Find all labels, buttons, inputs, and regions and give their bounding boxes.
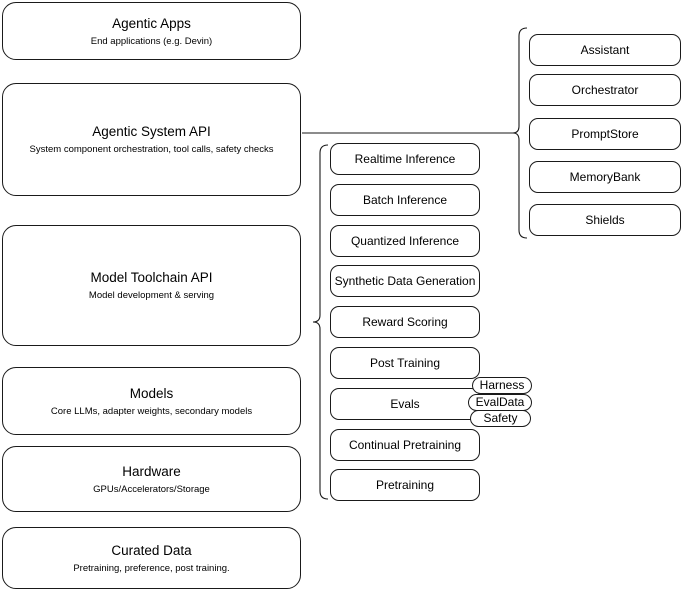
eval-pill-evaldata[interactable]: EvalData [468,394,532,411]
stack-layer-subtitle: System component orchestration, tool cal… [29,144,274,155]
capability-label: Continual Pretraining [348,438,462,452]
stack-layer-title: Agentic System API [92,124,211,139]
stack-layer-title: Hardware [122,463,181,479]
stack-layer-subtitle: Pretraining, preference, post training. [73,562,230,574]
eval-pill-safety[interactable]: Safety [470,410,531,427]
brace-toolchain-capabilities [312,144,329,500]
toolchain-capability-synthetic-data-generation[interactable]: Synthetic Data Generation [330,265,480,297]
capability-label: Pretraining [375,478,435,492]
capability-label: Reward Scoring [362,315,448,329]
stack-layer-agentic-system-api[interactable]: Agentic System API System component orch… [2,83,301,196]
component-label: Orchestrator [571,83,639,97]
stack-layer-title: Agentic Apps [112,15,191,31]
toolchain-capability-post-training[interactable]: Post Training [330,347,480,379]
stack-layer-title: Curated Data [111,542,192,558]
toolchain-capability-reward-scoring[interactable]: Reward Scoring [330,306,480,338]
brace-system-components [512,27,528,239]
capability-label: Quantized Inference [350,234,460,248]
eval-pill-label: EvalData [475,395,525,409]
toolchain-capability-pretraining[interactable]: Pretraining [330,469,480,501]
stack-layer-hardware[interactable]: Hardware GPUs/Accelerators/Storage [2,446,301,512]
stack-layer-model-toolchain-api[interactable]: Model Toolchain API Model development & … [2,225,301,346]
system-component-assistant[interactable]: Assistant [529,34,681,66]
eval-pill-harness[interactable]: Harness [472,377,532,394]
system-component-orchestrator[interactable]: Orchestrator [529,74,681,106]
eval-pill-label: Harness [479,378,525,392]
stack-layer-title: Model Toolchain API [90,270,213,285]
capability-label: Batch Inference [362,193,448,207]
capability-label: Evals [390,397,420,411]
stack-layer-agentic-apps[interactable]: Agentic Apps End applications (e.g. Devi… [2,2,301,60]
component-label: MemoryBank [569,170,641,184]
component-label: Shields [585,213,625,227]
capability-label: Realtime Inference [354,152,456,166]
toolchain-capability-realtime-inference[interactable]: Realtime Inference [330,143,480,175]
toolchain-capability-batch-inference[interactable]: Batch Inference [330,184,480,216]
capability-label: Synthetic Data Generation [334,274,476,288]
eval-pill-label: Safety [483,411,518,425]
system-component-memorybank[interactable]: MemoryBank [529,161,681,193]
component-label: PromptStore [571,127,639,141]
toolchain-capability-continual-pretraining[interactable]: Continual Pretraining [330,429,480,461]
capability-label: Post Training [369,356,441,370]
stack-layer-curated-data[interactable]: Curated Data Pretraining, preference, po… [2,527,301,589]
component-label: Assistant [580,43,630,57]
system-component-promptstore[interactable]: PromptStore [529,118,681,150]
stack-layer-subtitle: Core LLMs, adapter weights, secondary mo… [50,405,253,417]
stack-layer-subtitle: End applications (e.g. Devin) [90,35,213,47]
system-component-shields[interactable]: Shields [529,204,681,236]
toolchain-capability-quantized-inference[interactable]: Quantized Inference [330,225,480,257]
toolchain-capability-evals[interactable]: Evals [330,388,480,420]
stack-layer-title: Models [129,385,174,401]
stack-layer-subtitle: GPUs/Accelerators/Storage [93,483,210,495]
stack-layer-models[interactable]: Models Core LLMs, adapter weights, secon… [2,367,301,435]
stack-layer-subtitle: Model development & serving [88,290,215,301]
